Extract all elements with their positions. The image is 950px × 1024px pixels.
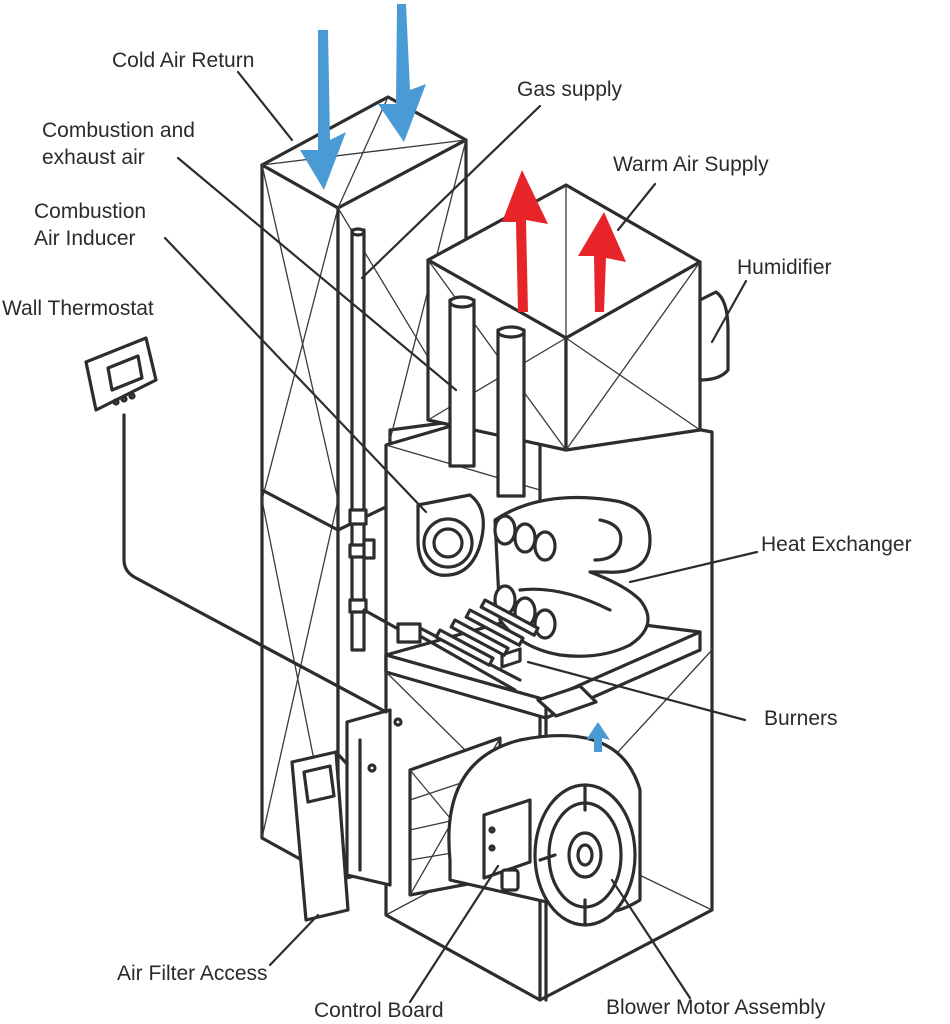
- label-control-board: Control Board: [314, 999, 444, 1022]
- label-warm-air-supply: Warm Air Supply: [613, 153, 769, 176]
- label-cold-air-return: Cold Air Return: [112, 49, 255, 72]
- cold-air-arrows: [300, 4, 426, 190]
- cold-air-arrow-right: [378, 4, 426, 142]
- air-filter-access-panel: [290, 750, 350, 922]
- leader-lines: [163, 70, 759, 1004]
- combustion-air-inducer: [416, 493, 485, 577]
- label-burners: Burners: [764, 707, 838, 730]
- label-blower-motor-assembly: Blower Motor Assembly: [606, 996, 826, 1019]
- warm-air-arrows: [502, 170, 626, 312]
- control-board: [482, 647, 532, 892]
- cold-air-arrow-left: [300, 30, 346, 190]
- label-combustion-exhaust-line2: exhaust air: [42, 146, 145, 169]
- blower-air-arrow: [586, 722, 610, 752]
- label-wall-thermostat: Wall Thermostat: [2, 297, 154, 320]
- label-humidifier: Humidifier: [737, 256, 832, 279]
- label-combustion-exhaust-line1: Combustion and: [42, 119, 195, 142]
- humidifier: [698, 290, 730, 382]
- label-heat-exchanger: Heat Exchanger: [761, 533, 912, 556]
- warm-air-arrow-left: [502, 170, 548, 312]
- label-air-filter-access: Air Filter Access: [117, 962, 268, 985]
- warm-air-arrow-right: [578, 212, 626, 312]
- label-combustion-inducer-line2: Air Inducer: [34, 227, 136, 250]
- filter-cabinet: [345, 708, 392, 887]
- exhaust-pipes: [448, 295, 526, 498]
- label-gas-supply: Gas supply: [517, 78, 623, 101]
- heat-exchanger: [493, 495, 652, 658]
- wall-thermostat: [84, 336, 403, 727]
- label-combustion-inducer-line1: Combustion: [34, 200, 147, 223]
- burners: [396, 598, 598, 718]
